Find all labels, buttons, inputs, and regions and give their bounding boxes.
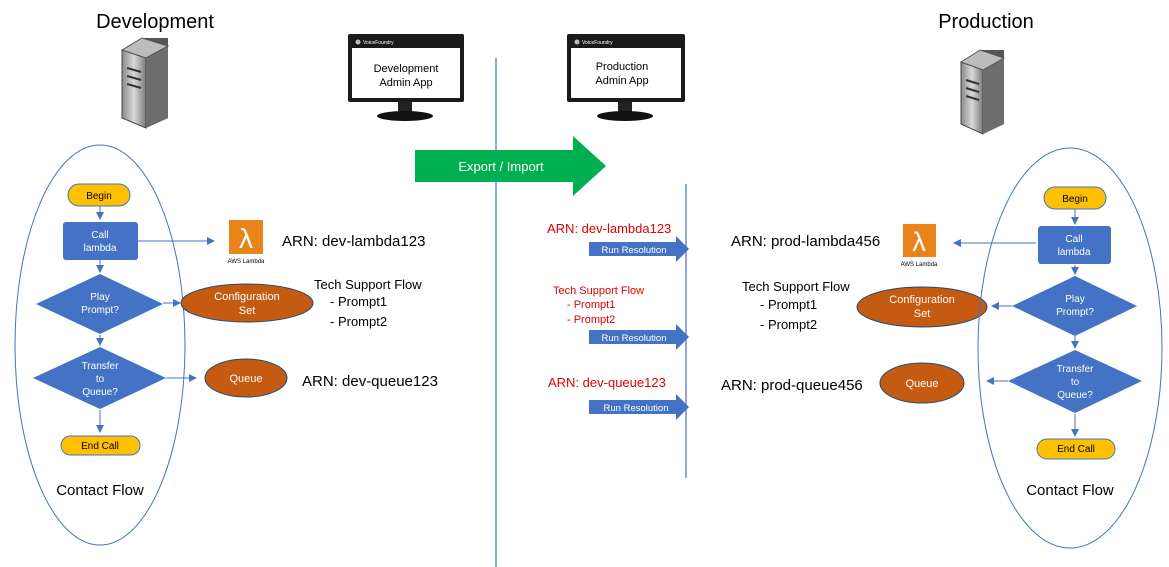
flow-node-begin: Begin [67,183,131,207]
production-title: Production [938,11,1034,33]
flow-node-call-lambda: Call lambda [1038,226,1111,264]
configuration-set-node-production: Configuration Set [856,286,988,328]
svg-text:AWS Lambda: AWS Lambda [901,262,938,268]
svg-text:Queue: Queue [905,378,938,390]
admin-app-label-line2: Admin App [595,75,648,87]
development-lambda-arn: ARN: dev-lambda123 [282,233,425,250]
run-resolution-arrow-lambda: Run Resolution [589,236,689,262]
svg-text:to: to [96,374,105,385]
svg-text:λ: λ [239,223,253,254]
svg-text:Play: Play [1065,294,1084,305]
development-contact-flow-label: Contact Flow [56,482,144,499]
aws-lambda-icon-production: λ AWS Lambda [901,224,938,268]
flow-node-end-call: End Call [1036,438,1116,460]
svg-text:End Call: End Call [81,441,119,452]
development-tech-support-flow: Tech Support Flow [314,277,422,292]
svg-text:to: to [1071,377,1080,388]
export-import-label: Export / Import [458,159,544,174]
admin-app-label-line1: Production [596,61,649,73]
svg-text:Run Resolution: Run Resolution [604,403,669,414]
flow-node-transfer-to-queue: Transfer to Queue? [1008,350,1142,413]
development-queue-arn: ARN: dev-queue123 [302,373,438,390]
svg-text:Begin: Begin [86,191,112,202]
resolution-tech-support-flow: Tech Support Flow [553,285,644,297]
resolution-queue-arn: ARN: dev-queue123 [548,375,666,390]
configuration-set-node-development: Configuration Set [180,283,314,323]
development-prompt2: - Prompt2 [330,314,387,329]
development-contact-flow-boundary [14,144,186,546]
svg-text:Prompt?: Prompt? [81,305,119,316]
export-import-arrow: Export / Import [415,136,606,196]
run-resolution-arrow-configuration: Run Resolution [589,324,689,350]
monitor-icon-production: VoiceFoundry Production Admin App [567,34,685,121]
svg-text:λ: λ [912,227,926,257]
flow-node-play-prompt: Play Prompt? [36,274,163,334]
svg-text:Prompt?: Prompt? [1056,307,1094,318]
svg-text:Set: Set [239,305,256,317]
server-icon-development [120,37,170,129]
svg-text:lambda: lambda [84,243,117,254]
svg-text:Call: Call [1065,234,1082,245]
production-prompt1: - Prompt1 [760,297,817,312]
svg-text:Run Resolution: Run Resolution [602,333,667,344]
production-queue-arn: ARN: prod-queue456 [721,377,863,394]
svg-text:End Call: End Call [1057,444,1095,455]
flow-node-begin: Begin [1043,186,1107,210]
resolution-lambda-arn: ARN: dev-lambda123 [547,221,671,236]
svg-text:lambda: lambda [1058,247,1091,258]
aws-lambda-icon-development: λ AWS Lambda [228,220,265,265]
monitor-brand: VoiceFoundry [582,40,613,46]
svg-text:Queue?: Queue? [1057,390,1093,401]
svg-text:Run Resolution: Run Resolution [602,245,667,256]
server-icon-production [959,49,1006,135]
svg-text:Transfer: Transfer [82,361,120,372]
admin-app-label-line2: Admin App [379,77,432,89]
resolution-prompt2: - Prompt2 [567,314,615,326]
svg-text:Begin: Begin [1062,194,1088,205]
resolution-prompt1: - Prompt1 [567,299,615,311]
production-lambda-arn: ARN: prod-lambda456 [731,233,880,250]
monitor-icon-development: VoiceFoundry Development Admin App [348,34,464,121]
flow-node-transfer-to-queue: Transfer to Queue? [33,347,166,409]
svg-text:Play: Play [90,292,109,303]
monitor-brand: VoiceFoundry [363,40,394,46]
production-contact-flow-label: Contact Flow [1026,482,1114,499]
production-contact-flow-boundary [977,147,1163,549]
svg-text:Transfer: Transfer [1057,364,1095,375]
svg-text:AWS Lambda: AWS Lambda [228,259,265,265]
development-prompt1: - Prompt1 [330,294,387,309]
development-title: Development [96,11,214,33]
run-resolution-arrow-queue: Run Resolution [589,394,689,420]
svg-text:Queue: Queue [229,373,262,385]
svg-text:Configuration: Configuration [214,291,279,303]
queue-node-production: Queue [879,362,965,404]
production-prompt2: - Prompt2 [760,317,817,332]
svg-text:Call: Call [91,230,108,241]
flow-node-end-call: End Call [60,435,141,456]
svg-text:Set: Set [914,308,931,320]
svg-text:Queue?: Queue? [82,387,118,398]
flow-node-call-lambda: Call lambda [63,222,138,260]
queue-node-development: Queue [204,358,288,398]
admin-app-label-line1: Development [374,63,439,75]
production-tech-support-flow: Tech Support Flow [742,279,850,294]
flow-node-play-prompt: Play Prompt? [1012,276,1137,336]
svg-text:Configuration: Configuration [889,294,954,306]
